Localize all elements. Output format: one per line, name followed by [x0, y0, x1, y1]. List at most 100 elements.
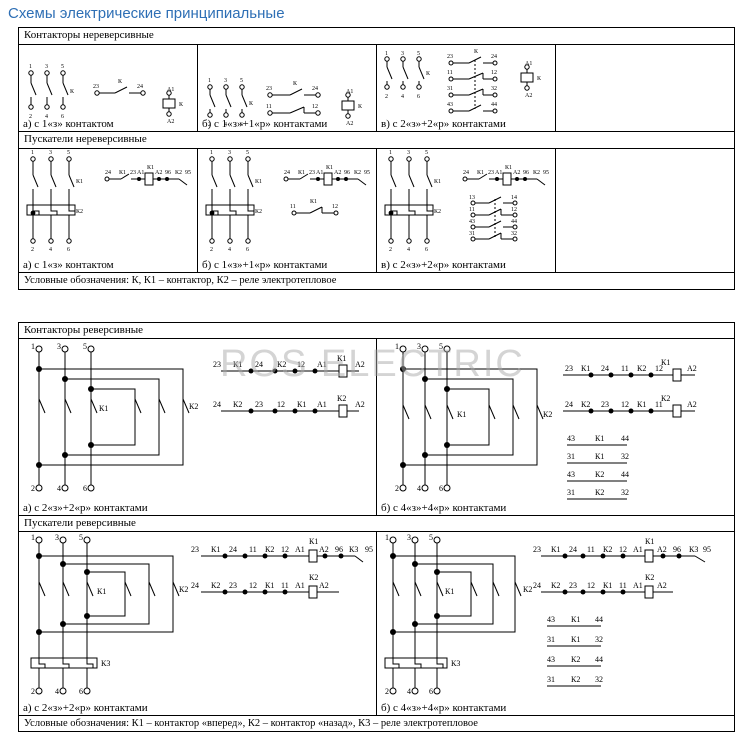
svg-text:96: 96: [165, 170, 171, 176]
svg-text:23: 23: [533, 545, 541, 554]
svg-text:А2: А2: [657, 581, 667, 590]
reversible-table: Контакторы реверсивные: [18, 321, 735, 733]
svg-text:4: 4: [407, 247, 410, 253]
svg-text:К1: К1: [661, 358, 670, 367]
svg-text:3: 3: [407, 533, 411, 542]
svg-text:24: 24: [491, 54, 497, 60]
svg-text:К1: К1: [99, 404, 108, 413]
svg-text:К: К: [293, 81, 298, 87]
svg-text:К3: К3: [349, 545, 358, 554]
svg-text:2: 2: [385, 94, 388, 100]
svg-text:4: 4: [401, 94, 404, 100]
caption-contactor-rev-a: а) с 2«з»+2«р» контактами: [23, 502, 148, 515]
svg-text:К1: К1: [337, 354, 346, 363]
svg-text:6: 6: [246, 247, 249, 253]
svg-text:3: 3: [57, 342, 61, 351]
svg-text:К2: К2: [434, 209, 441, 215]
svg-text:6: 6: [79, 687, 83, 696]
svg-text:4: 4: [55, 687, 59, 696]
svg-text:К2: К2: [233, 400, 242, 409]
svg-text:24: 24: [213, 400, 221, 409]
svg-text:А1: А1: [495, 170, 502, 176]
svg-text:К2: К2: [211, 581, 220, 590]
svg-text:12: 12: [511, 207, 517, 213]
svg-text:К2: К2: [581, 400, 590, 409]
svg-text:23: 23: [601, 400, 609, 409]
svg-text:11: 11: [290, 204, 296, 210]
svg-text:95: 95: [365, 545, 373, 554]
svg-text:31: 31: [469, 231, 475, 237]
svg-text:96: 96: [335, 545, 343, 554]
svg-text:4: 4: [224, 122, 227, 128]
svg-text:2: 2: [31, 687, 35, 696]
svg-text:А1: А1: [295, 581, 305, 590]
svg-text:5: 5: [425, 150, 428, 156]
svg-text:К2: К2: [523, 585, 532, 594]
svg-text:6: 6: [417, 94, 420, 100]
svg-text:32: 32: [595, 635, 603, 644]
caption-contactor-rev-b: б) с 4«з»+4«р» контактами: [381, 502, 507, 515]
svg-text:1: 1: [389, 150, 392, 156]
svg-text:1: 1: [31, 150, 34, 156]
svg-text:14: 14: [511, 195, 517, 201]
svg-text:А2: А2: [167, 119, 174, 125]
svg-text:23: 23: [93, 84, 99, 90]
svg-text:3: 3: [417, 342, 421, 351]
svg-text:24: 24: [284, 170, 290, 176]
svg-text:12: 12: [332, 204, 338, 210]
svg-text:А2: А2: [525, 93, 532, 99]
svg-text:12: 12: [297, 360, 305, 369]
svg-text:24: 24: [533, 581, 541, 590]
svg-text:К1: К1: [581, 364, 590, 373]
caption-starter-nonrev-b: б) с 1«з»+1«р» контактами: [202, 259, 328, 272]
svg-text:5: 5: [439, 342, 443, 351]
svg-text:6: 6: [61, 114, 64, 120]
svg-text:3: 3: [55, 533, 59, 542]
caption-starter-rev-b: б) с 4«з»+4«р» контактами: [381, 701, 507, 714]
svg-text:23: 23: [447, 54, 453, 60]
contactors-rev-header: Контакторы реверсивные: [18, 321, 735, 340]
svg-text:23: 23: [191, 545, 199, 554]
svg-text:23: 23: [565, 364, 573, 373]
svg-text:43: 43: [547, 655, 555, 664]
svg-text:К: К: [249, 101, 254, 107]
svg-text:11: 11: [249, 545, 257, 554]
svg-text:К1: К1: [434, 179, 441, 185]
svg-text:А1: А1: [633, 581, 643, 590]
svg-text:3: 3: [228, 150, 231, 156]
svg-text:А2: А2: [334, 170, 341, 176]
svg-text:К2: К2: [354, 170, 361, 176]
svg-text:1: 1: [385, 51, 388, 57]
svg-text:1: 1: [395, 342, 399, 351]
legend-nonrev: Условные обозначения: К, К1 – контактор,…: [17, 272, 736, 290]
svg-text:А2: А2: [355, 400, 365, 409]
starters-rev-header: Пускатели реверсивные: [18, 515, 735, 533]
svg-text:А2: А2: [319, 545, 329, 554]
svg-text:К: К: [118, 79, 123, 85]
legend-rev: Условные обозначения: К1 – контактор «вп…: [18, 714, 735, 733]
svg-text:К: К: [426, 71, 431, 77]
svg-text:95: 95: [543, 170, 549, 176]
svg-text:31: 31: [547, 675, 555, 684]
svg-text:4: 4: [417, 484, 421, 493]
svg-text:К3: К3: [101, 659, 110, 668]
svg-text:43: 43: [469, 219, 475, 225]
caption-starter-nonrev-a: а) с 1«з» контактом: [23, 259, 114, 272]
svg-text:6: 6: [425, 247, 428, 253]
svg-text:К2: К2: [277, 360, 286, 369]
caption-contactor-nonrev-a: а) с 1«з» контактом: [23, 118, 114, 131]
svg-text:23: 23: [213, 360, 221, 369]
svg-text:5: 5: [61, 64, 64, 70]
svg-text:2: 2: [31, 247, 34, 253]
svg-text:3: 3: [45, 64, 48, 70]
svg-text:32: 32: [621, 488, 629, 497]
svg-text:43: 43: [567, 470, 575, 479]
